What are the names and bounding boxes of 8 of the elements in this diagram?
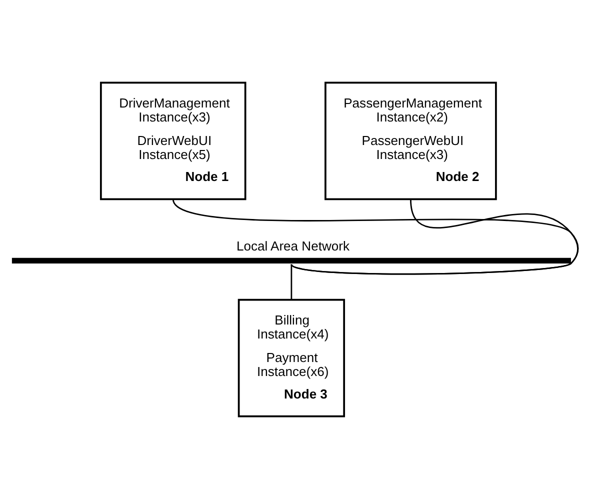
node-label: Local Area Network xyxy=(236,238,350,254)
node-box xyxy=(12,258,571,264)
connector xyxy=(172,198,579,275)
node-box: PassengerManagement Instance(x2) PassengerWebUI Instance(x3) Node 2 xyxy=(324,82,497,200)
node-box: DriverManagement Instance(x3) DriverWebUI Instance(x5) Node 1 xyxy=(100,82,246,200)
connector xyxy=(291,199,578,275)
node-box: Billing Instance(x4) Payment Instance(x6) Node 3 xyxy=(238,298,346,418)
connector xyxy=(290,264,292,300)
